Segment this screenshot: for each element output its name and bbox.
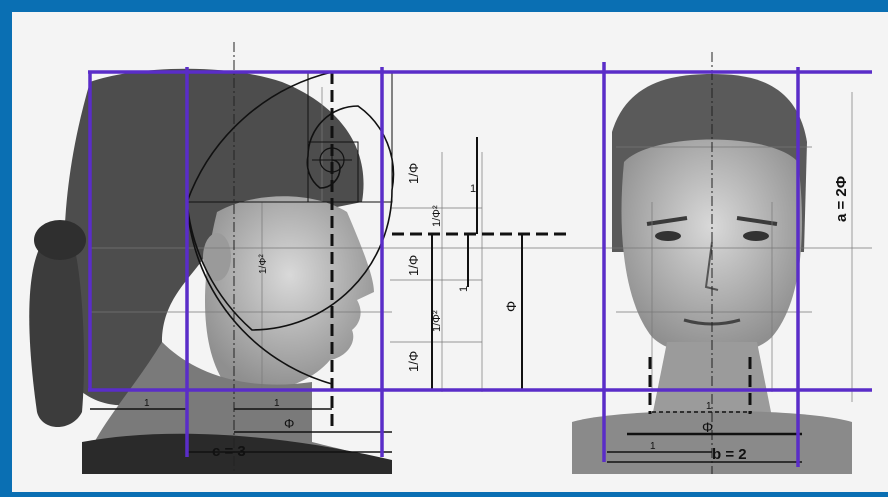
label-a-eq-2phi: a = 2Φ bbox=[833, 176, 850, 222]
label-phi-mid: Φ bbox=[503, 301, 519, 312]
profile-face bbox=[205, 196, 374, 393]
right-eye bbox=[743, 231, 769, 241]
label-phi-bottom-right: Φ bbox=[702, 419, 713, 435]
label-one-1: 1 bbox=[470, 183, 476, 195]
label-phi-bottom-left: Φ bbox=[284, 416, 294, 431]
label-c-eq-3: c = 3 bbox=[212, 443, 246, 460]
profile-photo bbox=[29, 69, 392, 474]
proportion-bars bbox=[432, 137, 522, 390]
label-inv-phi-1: 1/Φ bbox=[406, 163, 421, 184]
label-inv-phi2-1: 1/Φ² bbox=[431, 205, 443, 227]
ponytail bbox=[29, 232, 84, 427]
label-one-bottom-left: 1 bbox=[144, 398, 150, 409]
profile-ear bbox=[203, 233, 231, 281]
label-one-2: 1 bbox=[458, 286, 470, 292]
label-inv-phi-2: 1/Φ bbox=[406, 255, 421, 276]
scrunchie bbox=[34, 220, 86, 260]
diagram-frame: 1/Φ 1 1/Φ² 1/Φ 1 1/Φ² Φ 1/Φ 1/Φ² 1 1 Φ c… bbox=[12, 12, 888, 492]
label-one-bottom-mid: 1 bbox=[274, 398, 280, 409]
label-inv-phi2-2: 1/Φ² bbox=[431, 310, 443, 332]
label-one-bottom-right: 1 bbox=[706, 401, 712, 412]
label-b-eq-2: b = 2 bbox=[712, 446, 747, 463]
label-inv-phi2-profile: 1/Φ² bbox=[258, 254, 269, 274]
left-eye bbox=[655, 231, 681, 241]
label-inv-phi-3: 1/Φ bbox=[406, 351, 421, 372]
label-one-bottom-right-low: 1 bbox=[650, 441, 656, 452]
golden-ratio-face-diagram: 1/Φ 1 1/Φ² 1/Φ 1 1/Φ² Φ 1/Φ 1/Φ² 1 1 Φ c… bbox=[12, 12, 888, 492]
